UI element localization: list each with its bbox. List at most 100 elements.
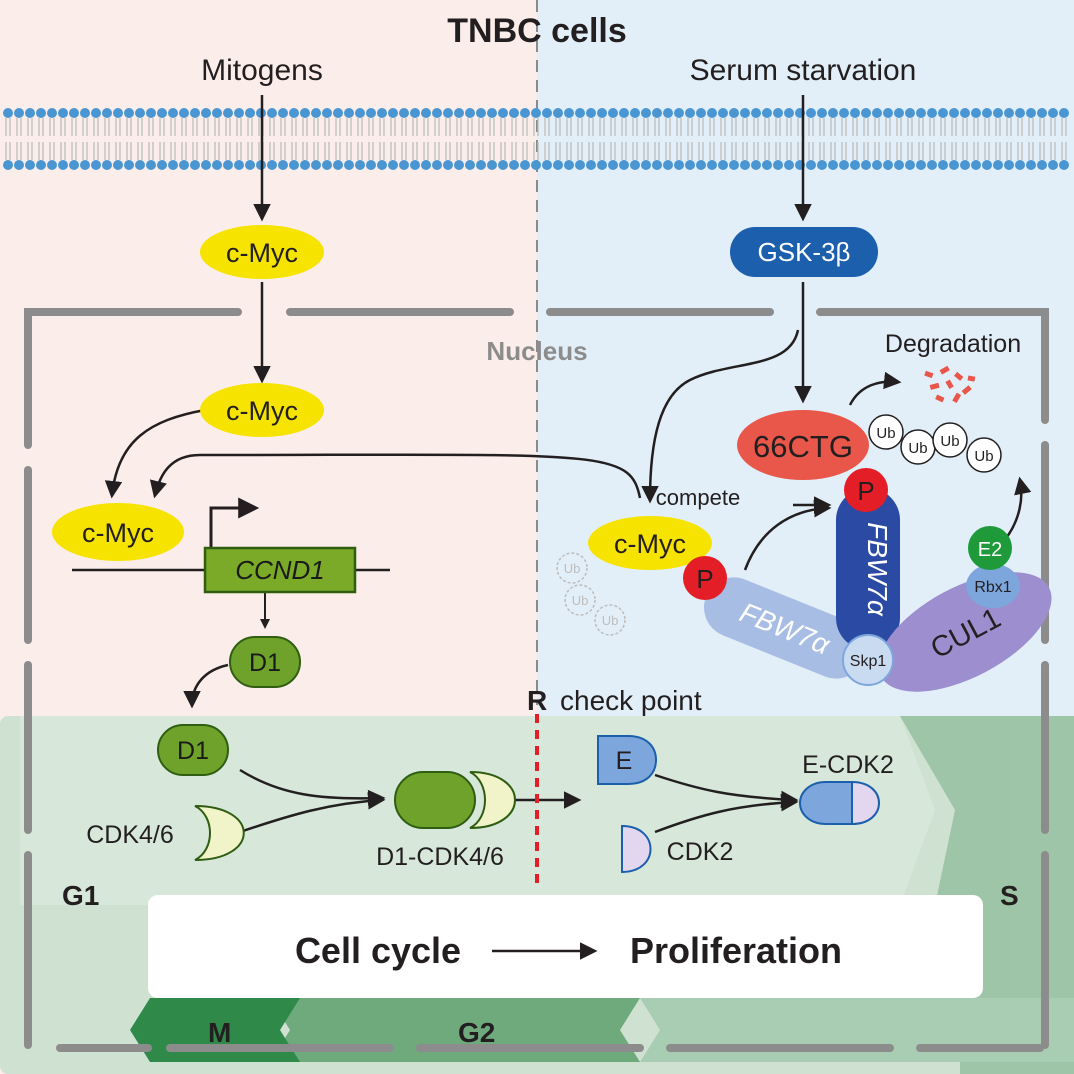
- lipid-tail: [863, 118, 869, 160]
- ub-label: Ub: [602, 613, 619, 628]
- lipid-head: [201, 108, 211, 118]
- lipid-head: [630, 160, 640, 170]
- proliferation-label: Proliferation: [630, 930, 842, 971]
- lipid-tail: [610, 118, 616, 160]
- checkpoint-label: check point: [560, 685, 702, 716]
- lipid-head: [300, 108, 310, 118]
- lipid-head: [1026, 108, 1036, 118]
- lipid-head: [168, 108, 178, 118]
- lipid-head: [762, 160, 772, 170]
- degradation-label: Degradation: [885, 330, 1021, 358]
- lipid-tail: [478, 118, 484, 160]
- lipid-tail: [1028, 118, 1034, 160]
- lipid-tail: [445, 118, 451, 160]
- fbw7a-light-protein: FBW7α: [704, 577, 866, 679]
- lipid-head: [883, 160, 893, 170]
- lipid-head: [179, 108, 189, 118]
- lipid-head: [641, 160, 651, 170]
- lipid-head: [36, 108, 46, 118]
- lipid-head: [14, 160, 24, 170]
- lipid-head: [190, 160, 200, 170]
- lipid-tail: [918, 118, 924, 160]
- lipid-head: [520, 160, 530, 170]
- lipid-tail: [852, 118, 858, 160]
- lipid-tail: [71, 118, 77, 160]
- lipid-head: [322, 108, 332, 118]
- lipid-head: [1059, 160, 1069, 170]
- proliferation-box: Cell cycle Proliferation: [148, 895, 983, 998]
- lipid-head: [1004, 108, 1014, 118]
- lipid-head: [1048, 108, 1058, 118]
- lipid-head: [498, 160, 508, 170]
- lipid-head: [938, 160, 948, 170]
- lipid-tail: [533, 118, 539, 160]
- serum-starvation-label: Serum starvation: [690, 54, 917, 87]
- lipid-tail: [1050, 118, 1056, 160]
- ctg66-label: 66CTG: [753, 429, 853, 464]
- pathway-arrows: [104, 95, 1032, 834]
- lipid-head: [817, 160, 827, 170]
- ctg66-protein: 66CTG: [737, 410, 869, 480]
- lipid-head: [454, 108, 464, 118]
- lipid-head: [531, 108, 541, 118]
- lipid-head: [91, 160, 101, 170]
- faded-ubiquitin: [556, 552, 626, 636]
- arrow-d1-to-cytoplasm: [183, 663, 229, 709]
- ubiquitin-chain: Ub Ub Ub Ub: [868, 414, 1002, 473]
- lipid-tail: [577, 118, 583, 160]
- lipid-head: [740, 160, 750, 170]
- lipid-tail: [720, 118, 726, 160]
- lipid-head: [652, 160, 662, 170]
- lipid-head: [476, 108, 486, 118]
- d1-nuclear-label: D1: [249, 649, 281, 677]
- lipid-tail: [115, 118, 121, 160]
- cmyc-promoter-label: c-Myc: [82, 518, 154, 548]
- lipid-head: [421, 160, 431, 170]
- d1-nuclear: D1: [229, 636, 301, 688]
- lipid-tail: [247, 118, 253, 160]
- lipid-head: [597, 108, 607, 118]
- ub-label: Ub: [940, 433, 959, 450]
- lipid-head: [949, 108, 959, 118]
- gsk3b-label: GSK-3β: [758, 237, 851, 267]
- lipid-head: [685, 108, 695, 118]
- lipid-tail: [1039, 118, 1045, 160]
- lipid-head: [674, 108, 684, 118]
- lipid-head: [135, 160, 145, 170]
- lipid-head: [355, 108, 365, 118]
- lipid-head: [443, 160, 453, 170]
- lipid-tail: [5, 118, 11, 160]
- lipid-head: [762, 108, 772, 118]
- arrow-right-cmyc-to-promoter: [149, 453, 642, 499]
- lipid-head: [25, 108, 35, 118]
- lipid-tail: [907, 118, 913, 160]
- lipid-tail: [390, 118, 396, 160]
- lipid-head: [707, 108, 717, 118]
- lipid-head: [1015, 108, 1025, 118]
- lipid-head: [69, 160, 79, 170]
- lipid-head: [696, 108, 706, 118]
- g2-phase-band: [270, 998, 640, 1062]
- lipid-tail: [643, 118, 649, 160]
- lipid-head: [124, 108, 134, 118]
- lipid-tail: [786, 118, 792, 160]
- lipid-head: [905, 160, 915, 170]
- lipid-tail: [16, 118, 22, 160]
- lipid-tail: [159, 118, 165, 160]
- lipid-head: [1026, 160, 1036, 170]
- lipid-head: [146, 160, 156, 170]
- cdk46-label: CDK4/6: [86, 821, 174, 849]
- lipid-head: [377, 108, 387, 118]
- lipid-tail: [379, 118, 385, 160]
- lipid-head: [58, 160, 68, 170]
- faded-ubiquitin-labels: Ub Ub Ub: [564, 561, 619, 628]
- lipid-head: [80, 108, 90, 118]
- cmyc-cytoplasm-label: c-Myc: [226, 238, 298, 268]
- lipid-head: [333, 160, 343, 170]
- lipid-head: [124, 160, 134, 170]
- lipid-head: [333, 108, 343, 118]
- lipid-head: [399, 108, 409, 118]
- lipid-head: [553, 160, 563, 170]
- lipid-head: [190, 108, 200, 118]
- lipid-head: [245, 160, 255, 170]
